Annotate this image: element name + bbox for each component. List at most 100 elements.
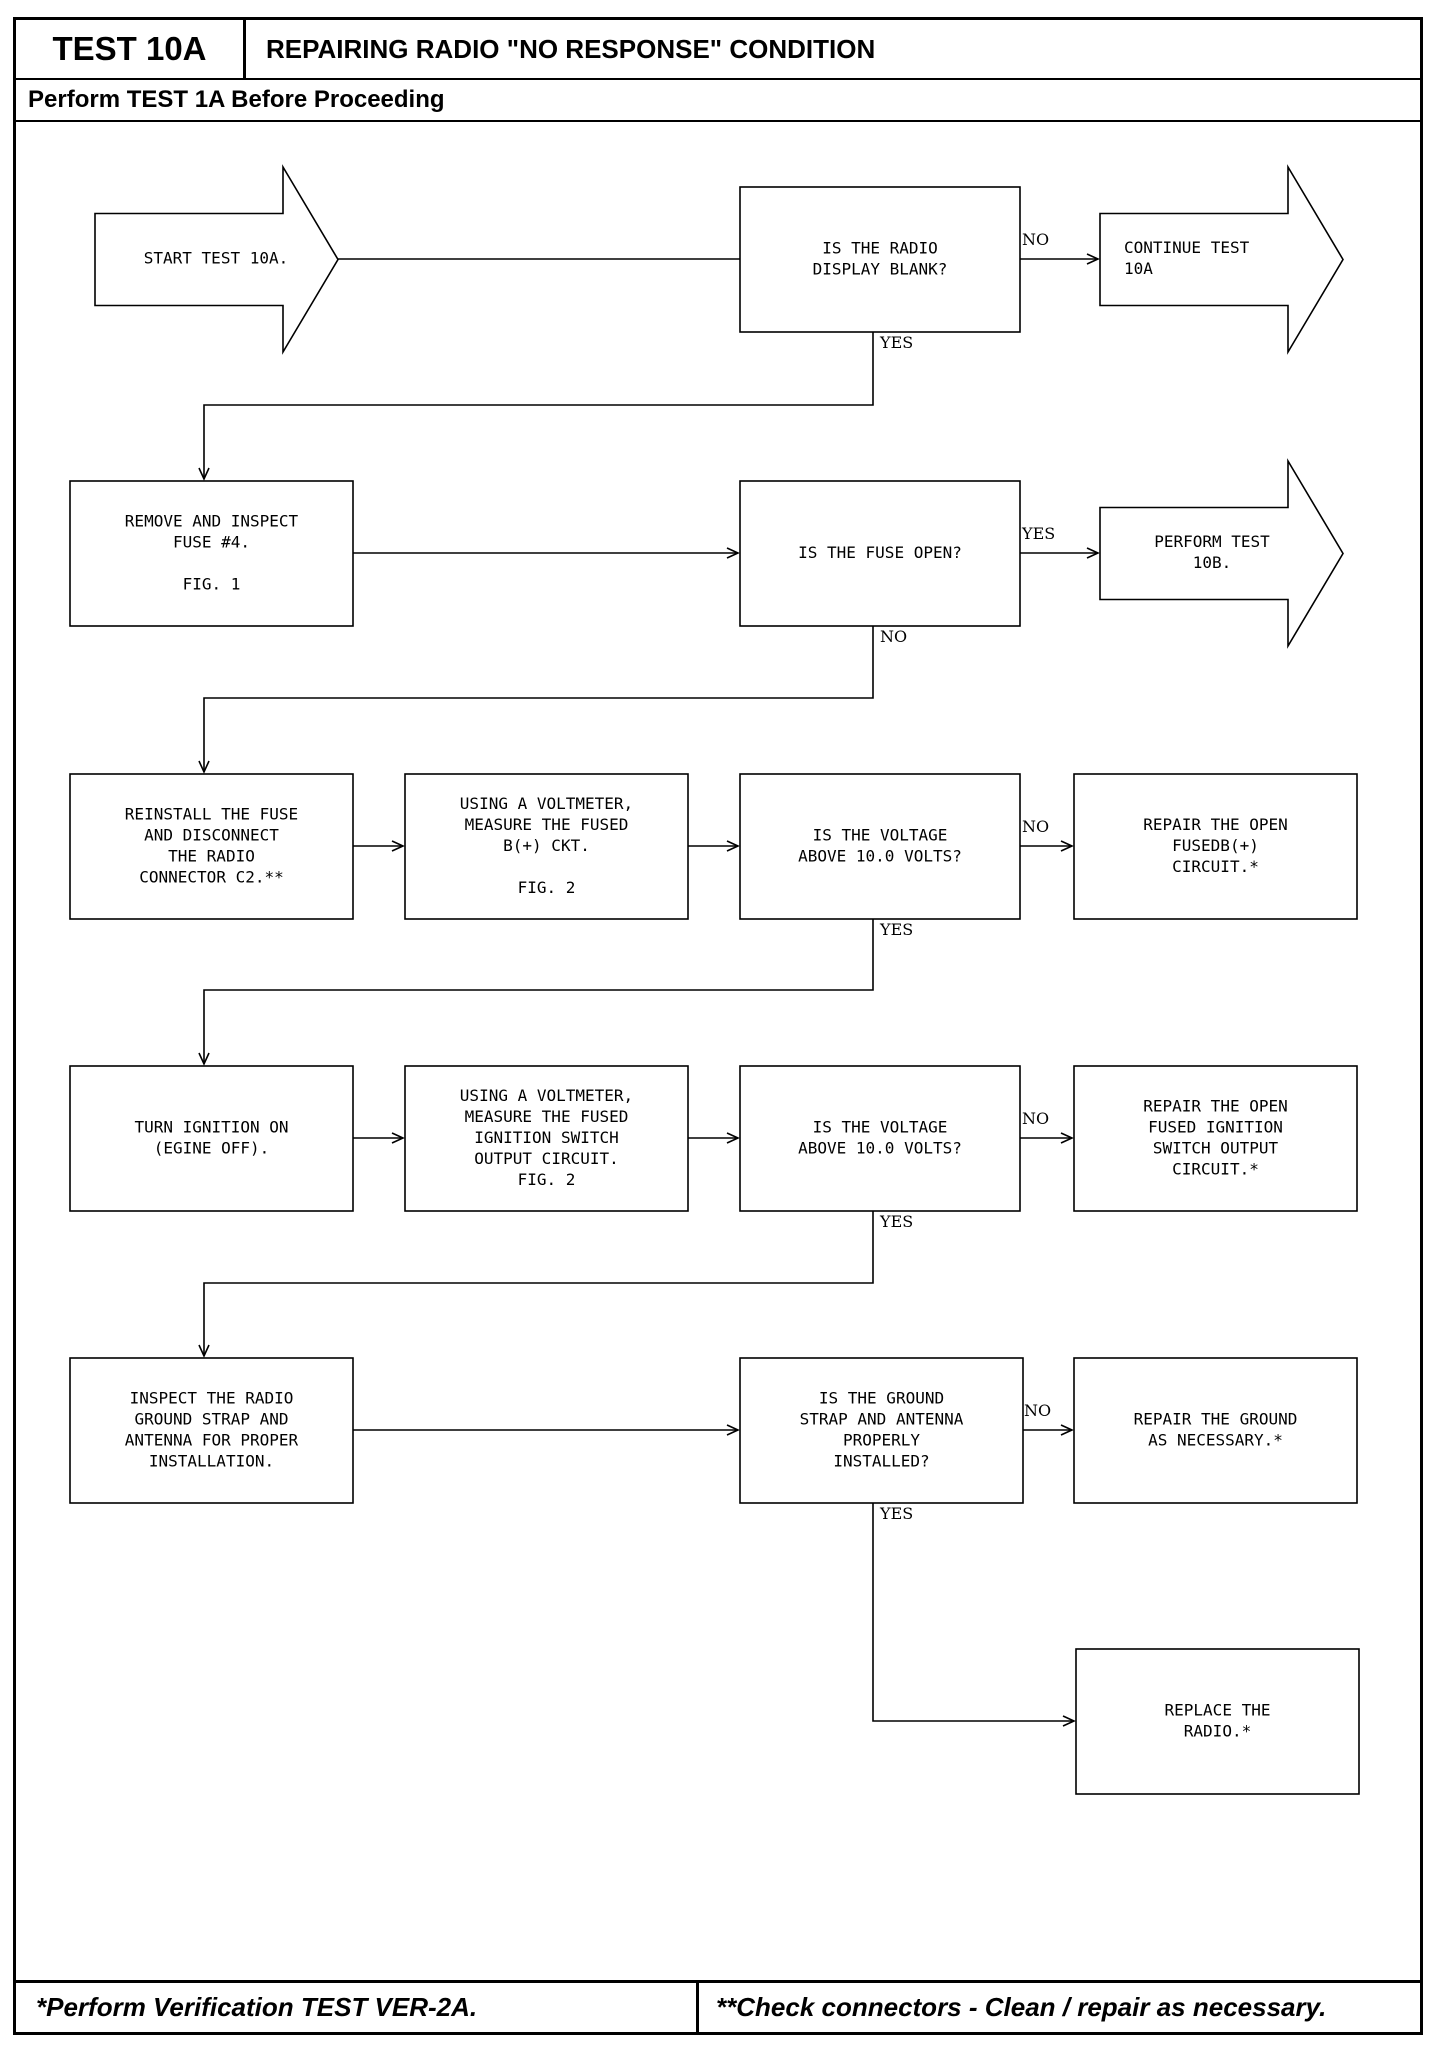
node-q-display-line: IS THE RADIO bbox=[822, 239, 938, 258]
node-reinstall-line: CONNECTOR C2.** bbox=[139, 868, 284, 887]
node-remove-fuse-box bbox=[69, 480, 354, 627]
node-inspect-ground-line: INSPECT THE RADIO bbox=[130, 1389, 294, 1408]
label-no: NO bbox=[1024, 1401, 1051, 1420]
node-q-fuse-line: IS THE FUSE OPEN? bbox=[798, 543, 962, 562]
node-q-volt2-line: IS THE VOLTAGE bbox=[813, 1118, 948, 1137]
node-repair-ign-box bbox=[1073, 1065, 1358, 1212]
node-reinstall-line: THE RADIO bbox=[168, 847, 255, 866]
node-q-volt1-line: IS THE VOLTAGE bbox=[813, 826, 948, 845]
node-measure-ign-line: OUTPUT CIRCUIT. bbox=[474, 1149, 619, 1168]
connector-volt2-yes bbox=[203, 1211, 874, 1356]
node-measure-b-line: B(+) CKT. bbox=[503, 836, 590, 855]
node-q-ground-line: IS THE GROUND bbox=[819, 1389, 944, 1408]
node-repair-ground-line: REPAIR THE GROUND bbox=[1134, 1410, 1298, 1429]
node-perform-10b-line: 10B. bbox=[1193, 553, 1232, 572]
node-q-display-line: DISPLAY BLANK? bbox=[813, 260, 948, 279]
node-repair-ground-box bbox=[1073, 1357, 1358, 1504]
node-repair-ign-line: CIRCUIT.* bbox=[1172, 1160, 1259, 1179]
connector-volt1-yes bbox=[203, 919, 874, 1064]
node-remove-fuse-line: REMOVE AND INSPECT bbox=[125, 512, 299, 531]
connector-fuse-no bbox=[203, 626, 874, 772]
node-inspect-ground-line: GROUND STRAP AND bbox=[134, 1410, 288, 1429]
node-inspect-ground-box bbox=[69, 1357, 354, 1504]
arrowhead bbox=[391, 840, 405, 852]
node-reinstall-line: AND DISCONNECT bbox=[144, 826, 279, 845]
node-start-arrow bbox=[94, 164, 339, 355]
footer-divider bbox=[696, 1983, 699, 2032]
node-remove-fuse-line: FUSE #4. bbox=[173, 533, 250, 552]
label-no: NO bbox=[1022, 817, 1049, 836]
node-perform-10b-line: PERFORM TEST bbox=[1154, 532, 1270, 551]
node-continue-arrow bbox=[1099, 164, 1344, 355]
node-measure-ign-line: MEASURE THE FUSED bbox=[465, 1107, 629, 1126]
node-repair-ign-line: FUSED IGNITION bbox=[1148, 1118, 1283, 1137]
node-inspect-ground-line: ANTENNA FOR PROPER bbox=[125, 1431, 299, 1450]
node-q-ground-line: PROPERLY bbox=[843, 1431, 920, 1450]
node-ignition-on-box bbox=[69, 1065, 354, 1212]
arrowhead bbox=[726, 1132, 740, 1144]
node-q-ground-line: INSTALLED? bbox=[833, 1452, 929, 1471]
node-measure-b-line: USING A VOLTMETER, bbox=[460, 794, 633, 813]
node-measure-ign-line: IGNITION SWITCH bbox=[474, 1128, 619, 1147]
node-q-fuse-box bbox=[739, 480, 1021, 627]
arrowhead bbox=[1060, 1132, 1074, 1144]
node-q-volt2-line: ABOVE 10.0 VOLTS? bbox=[798, 1139, 962, 1158]
arrowhead bbox=[198, 760, 210, 774]
connector-ground-yes bbox=[872, 1503, 1074, 1722]
node-q-ground-box bbox=[739, 1357, 1024, 1504]
page-title: REPAIRING RADIO "NO RESPONSE" CONDITION bbox=[266, 33, 876, 64]
node-replace-radio-line: RADIO.* bbox=[1184, 1722, 1251, 1741]
node-measure-ign-line: FIG. 2 bbox=[518, 1170, 576, 1189]
arrowhead bbox=[198, 467, 210, 481]
arrowhead bbox=[198, 1052, 210, 1066]
header-bar: TEST 10A REPAIRING RADIO "NO RESPONSE" C… bbox=[16, 20, 1420, 80]
arrowhead bbox=[1060, 1424, 1074, 1436]
node-repair-b-line: FUSEDB(+) bbox=[1172, 836, 1259, 855]
node-continue-line: 10A bbox=[1124, 259, 1153, 278]
node-q-ground-line: STRAP AND ANTENNA bbox=[800, 1410, 964, 1429]
node-q-volt1-box bbox=[739, 773, 1021, 920]
node-repair-b-line: CIRCUIT.* bbox=[1172, 857, 1259, 876]
node-replace-radio-box bbox=[1075, 1648, 1360, 1795]
arrowhead bbox=[726, 840, 740, 852]
flowchart-page: TEST 10A REPAIRING RADIO "NO RESPONSE" C… bbox=[13, 17, 1423, 2035]
node-replace-radio-line: REPLACE THE bbox=[1165, 1701, 1271, 1720]
node-ignition-on-line: TURN IGNITION ON bbox=[134, 1118, 288, 1137]
arrowhead bbox=[1060, 840, 1074, 852]
node-q-volt1-line: ABOVE 10.0 VOLTS? bbox=[798, 847, 962, 866]
node-repair-b-box bbox=[1073, 773, 1358, 920]
arrowhead bbox=[198, 1344, 210, 1358]
footer-bar: *Perform Verification TEST VER-2A. **Che… bbox=[16, 1980, 1420, 2032]
arrowhead bbox=[391, 1132, 405, 1144]
label-yes: YES bbox=[1021, 524, 1055, 543]
footer-note-verification: *Perform Verification TEST VER-2A. bbox=[36, 1992, 478, 2022]
node-reinstall-box bbox=[69, 773, 354, 920]
node-perform-10b-arrow bbox=[1099, 458, 1344, 649]
label-no: NO bbox=[880, 627, 907, 646]
node-repair-ign-line: SWITCH OUTPUT bbox=[1153, 1139, 1279, 1158]
arrowhead bbox=[726, 547, 740, 559]
node-measure-b-line: MEASURE THE FUSED bbox=[465, 815, 629, 834]
node-measure-b-line: FIG. 2 bbox=[518, 878, 576, 897]
test-id: TEST 10A bbox=[16, 20, 246, 78]
node-start-line: START TEST 10A. bbox=[144, 249, 289, 268]
node-measure-ign-line: USING A VOLTMETER, bbox=[460, 1086, 633, 1105]
prerequisite-note: Perform TEST 1A Before Proceeding bbox=[16, 80, 1420, 122]
node-repair-ign-line: REPAIR THE OPEN bbox=[1143, 1097, 1288, 1116]
label-no: NO bbox=[1022, 230, 1049, 249]
node-repair-ground-line: AS NECESSARY.* bbox=[1148, 1431, 1283, 1450]
node-measure-b-box bbox=[404, 773, 689, 920]
label-no: NO bbox=[1022, 1109, 1049, 1128]
node-inspect-ground-line: INSTALLATION. bbox=[149, 1452, 274, 1471]
arrowhead bbox=[1086, 253, 1100, 265]
arrowhead bbox=[1062, 1715, 1076, 1727]
node-ignition-on-line: (EGINE OFF). bbox=[154, 1139, 270, 1158]
label-yes: YES bbox=[879, 920, 913, 939]
node-reinstall-line: REINSTALL THE FUSE bbox=[125, 805, 298, 824]
node-repair-b-line: REPAIR THE OPEN bbox=[1143, 815, 1288, 834]
connector-display-yes bbox=[203, 332, 874, 479]
label-yes: YES bbox=[879, 1212, 913, 1231]
label-yes: YES bbox=[879, 333, 913, 352]
node-remove-fuse-line: FIG. 1 bbox=[183, 575, 241, 594]
